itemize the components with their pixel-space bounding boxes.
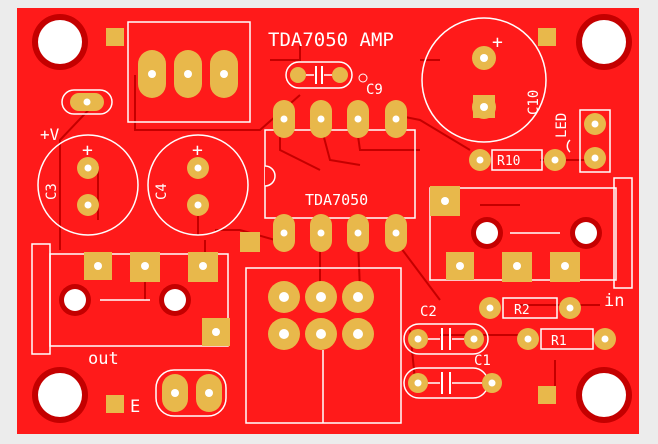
capacitor-c1: C1 (403, 353, 502, 399)
e-label: E (130, 397, 140, 417)
c4-label: C4 (154, 183, 170, 200)
regulator (127, 21, 251, 123)
out-connector: out (31, 243, 230, 369)
c10-plus: + (492, 32, 503, 53)
in-label: in (604, 291, 624, 311)
jumper-pad (61, 89, 113, 115)
out-label: out (88, 349, 119, 369)
capacitor-c3: + C3 (37, 134, 139, 236)
r10-label: R10 (497, 154, 520, 169)
capacitor-c9: C9 (285, 61, 383, 98)
c10-label: C10 (526, 90, 542, 115)
ic-tda7050: TDA7050 (264, 100, 416, 252)
in-connector: in (429, 177, 633, 311)
e-jumper: E (130, 369, 227, 417)
c3-label: C3 (44, 183, 60, 200)
plus-v-label: +V (40, 125, 60, 144)
board-title: TDA7050 AMP (268, 29, 394, 51)
center-connector (245, 267, 402, 424)
r2-label: R2 (514, 303, 530, 318)
led-label: LED (554, 113, 570, 138)
c9-label: C9 (366, 82, 383, 98)
r1-label: R1 (551, 334, 567, 349)
capacitor-c10: + C10 (421, 17, 547, 143)
mounting-holes (32, 14, 632, 423)
ic-side-pad (240, 232, 260, 252)
led: LED (554, 109, 611, 173)
c2-label: C2 (420, 304, 437, 320)
resistor-r10: R10 (469, 149, 566, 171)
square-pads (106, 28, 556, 413)
resistor-r2: R2 (479, 297, 581, 319)
capacitor-c2: C2 (403, 304, 489, 355)
capacitor-c4: + C4 (147, 134, 249, 236)
ic-label: TDA7050 (305, 191, 368, 209)
c4-plus: + (192, 140, 203, 161)
resistor-r1: R1 (517, 328, 616, 350)
c3-plus: + (82, 140, 93, 161)
c1-label: C1 (474, 353, 491, 369)
